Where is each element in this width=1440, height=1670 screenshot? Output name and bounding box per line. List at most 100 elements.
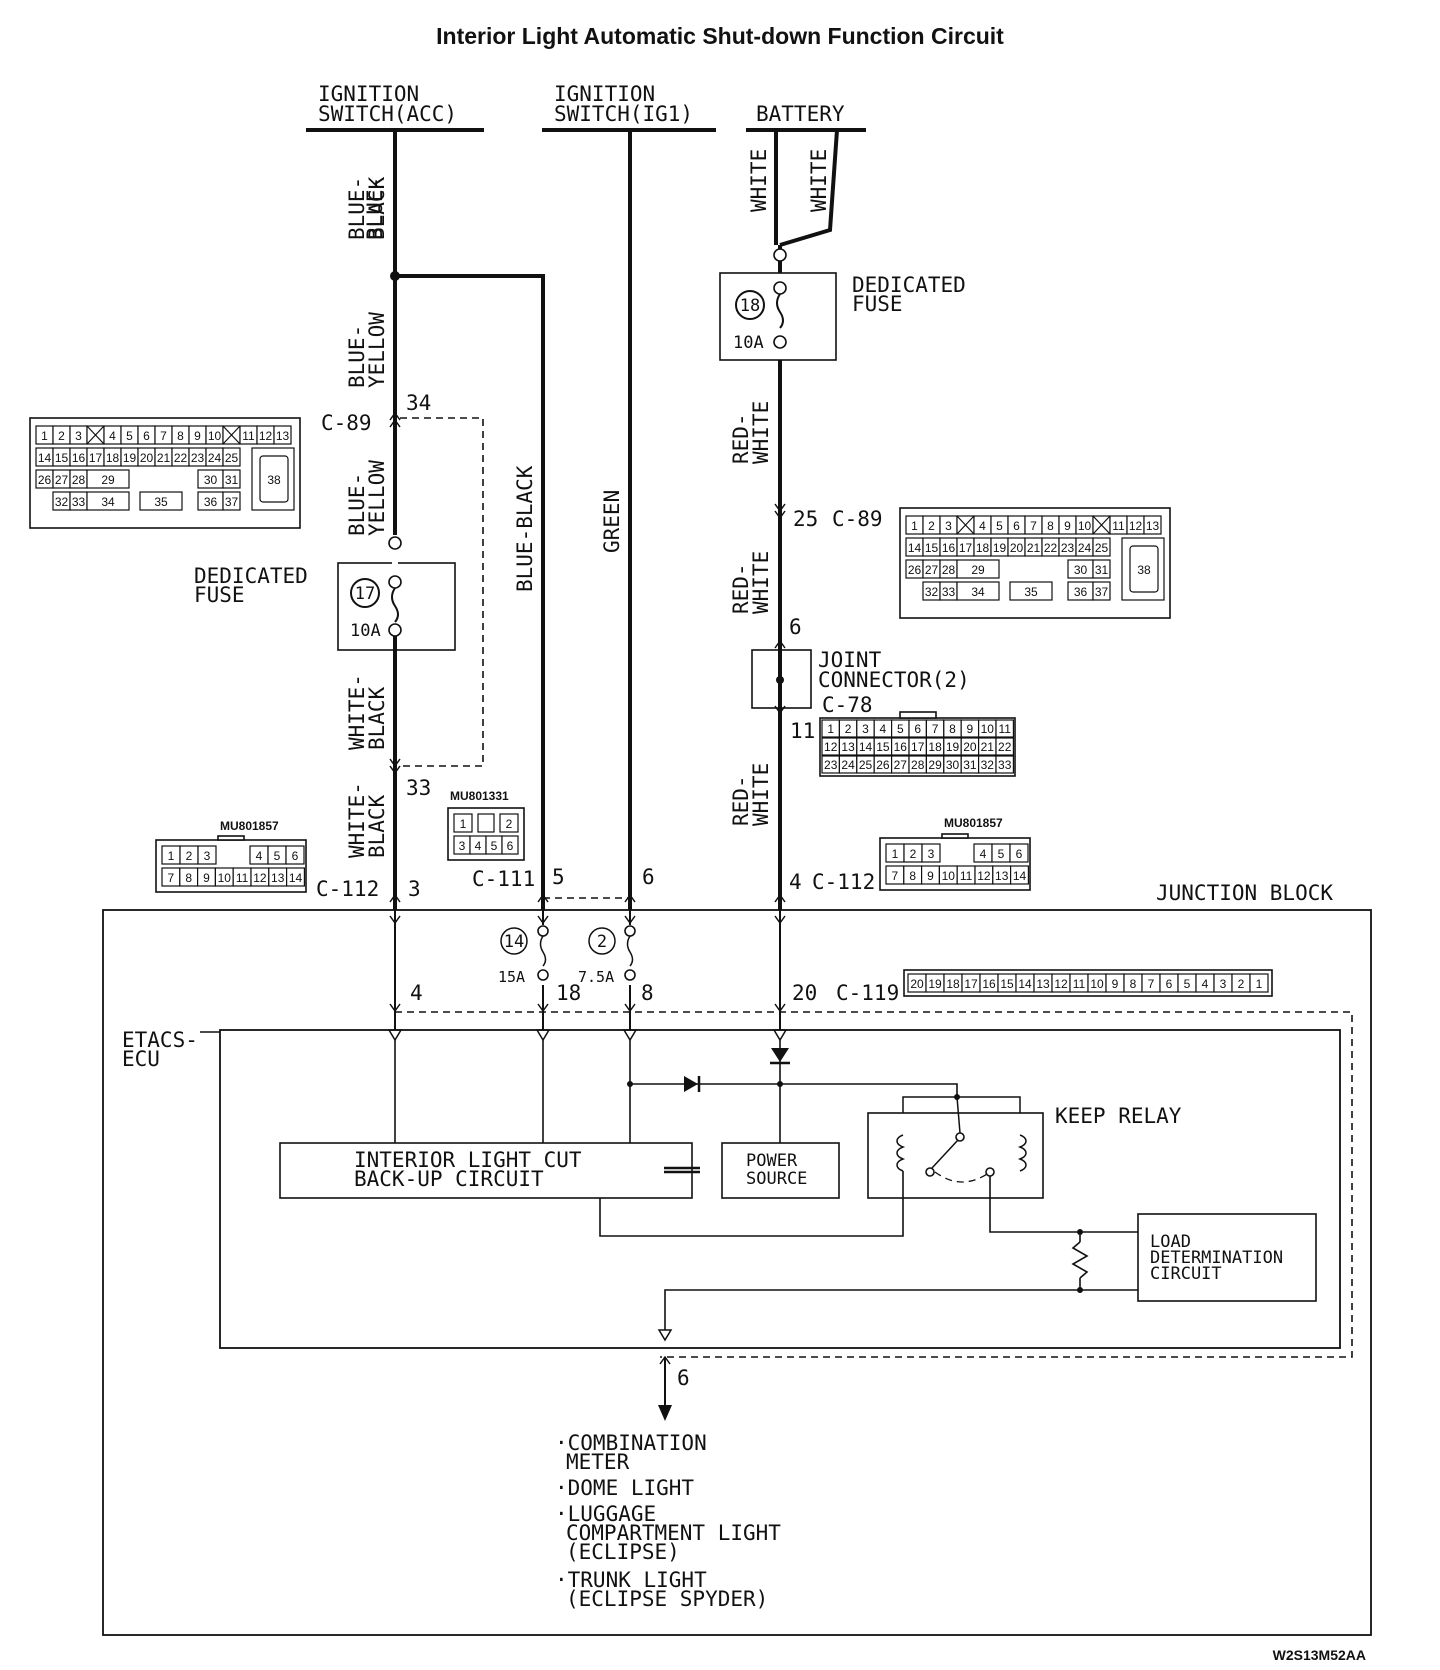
wire-color-white-black-lower-l1: WHITE- <box>345 782 369 858</box>
c119-label: C-119 <box>836 981 899 1005</box>
pin-number: 11 <box>1073 977 1086 991</box>
pin-number: 3 <box>1220 977 1227 991</box>
fuse2-number: 2 <box>597 932 607 952</box>
pin-number: 32 <box>925 585 939 599</box>
fuse14-rating: 15A <box>498 968 525 986</box>
pin-number: 4 <box>109 429 116 443</box>
pin-33: 33 <box>406 776 431 800</box>
pin-number: 8 <box>185 871 192 885</box>
pin-number: 33 <box>998 758 1012 772</box>
c78-label: C-78 <box>822 693 873 717</box>
document-code: W2S13M52AA <box>1273 1647 1366 1663</box>
pin-number: 7 <box>168 871 175 885</box>
pin-number: 34 <box>101 495 115 509</box>
pin-number: 10 <box>981 722 995 736</box>
fuse18-label-line1: DEDICATED <box>852 273 966 297</box>
pin-number: 35 <box>154 495 168 509</box>
pin-number: 5 <box>274 849 281 863</box>
pin-number: 18 <box>106 451 120 465</box>
pin-number: 15 <box>1000 977 1014 991</box>
pin-number: 13 <box>271 871 285 885</box>
pin-number: 36 <box>204 495 218 509</box>
pin-number: 2 <box>928 519 935 533</box>
wire-color-blue-yellow-lower-l1: BLUE- <box>345 473 369 536</box>
c111-pin <box>453 813 473 833</box>
pin-number: 26 <box>908 563 922 577</box>
pin-number: 3 <box>945 519 952 533</box>
fuse17-rating: 10A <box>350 621 381 641</box>
etacs-label-line2: ECU <box>122 1047 160 1071</box>
backup-circuit-box <box>279 1142 693 1199</box>
joint-pin-top: 6 <box>789 615 802 639</box>
pin-number: 31 <box>1095 563 1109 577</box>
pin-number: 17 <box>959 541 973 555</box>
wire-color-blue-black-top-l2: BLACK <box>365 176 389 240</box>
pin-number: 6 <box>292 849 299 863</box>
pin-number: 8 <box>1047 519 1054 533</box>
wire-color-blue-yellow-upper-l2: YELLOW <box>365 312 389 388</box>
pin-number: 29 <box>101 473 115 487</box>
pin-number: 17 <box>964 977 978 991</box>
pin-number: 11 <box>1112 519 1125 533</box>
pin-number: 3 <box>862 722 869 736</box>
pin-number: 30 <box>946 758 960 772</box>
wire-color-white-b: WHITE <box>807 149 831 212</box>
pin-number: 4 <box>256 849 263 863</box>
pin-number: 19 <box>946 740 960 754</box>
pin-number: 35 <box>1024 585 1038 599</box>
pin-number: 13 <box>1036 977 1050 991</box>
c89-right-pin: 25 <box>793 507 818 531</box>
load-item4-line2: (ECLIPSE SPYDER) <box>566 1587 768 1611</box>
c89-pin <box>222 447 241 467</box>
acc-label-line1: IGNITION <box>318 82 419 106</box>
c112-pin <box>286 867 306 887</box>
pin-number: 27 <box>55 473 69 487</box>
pin-number: 12 <box>1054 977 1068 991</box>
load-label-line2: DETERMINATION <box>1150 1248 1283 1268</box>
pin-number: 3 <box>75 429 82 443</box>
keep-relay-box <box>867 1112 1044 1199</box>
pin-number: 6 <box>507 839 514 853</box>
pin-number: 15 <box>925 541 939 555</box>
pin-number: 2 <box>506 817 513 831</box>
pin-number: 19 <box>928 977 942 991</box>
c89-pin <box>86 469 130 489</box>
pin-number: 7 <box>932 722 939 736</box>
pin-number: 6 <box>143 429 150 443</box>
pin-number: 25 <box>1095 541 1109 555</box>
c112-pin <box>285 845 305 865</box>
pin-number: 14 <box>1018 977 1032 991</box>
pin-number: 27 <box>894 758 908 772</box>
pin-number: 7 <box>160 429 167 443</box>
pin-number: 15 <box>876 740 890 754</box>
pin-number: 5 <box>126 429 133 443</box>
load-determination-box <box>1137 1213 1317 1302</box>
pin-number: 6 <box>914 722 921 736</box>
pin-number: 32 <box>981 758 995 772</box>
etacs-ecu: ETACS- ECU INTERIOR LIGHT CUT BACK-UP CI… <box>122 1028 1341 1349</box>
pin-number: 10 <box>1078 519 1092 533</box>
etacs-pin-18: 18 <box>556 981 581 1005</box>
c89-pin <box>956 559 1000 579</box>
pin-number: 16 <box>942 541 956 555</box>
c111-pin-a: 5 <box>552 865 565 889</box>
wire-color-blue-yellow-lower-l2: YELLOW <box>365 460 389 536</box>
output-to-loads: 6 ·COMBINATION METER ·DOME LIGHT ·LUGGAG… <box>555 1355 781 1611</box>
c112-right-label: C-112 <box>812 870 875 894</box>
dedicated-fuse-18: 18 10A DEDICATED FUSE <box>719 248 966 361</box>
joint-label-line1: JOINT <box>818 648 882 672</box>
pin-number: 24 <box>1078 541 1092 555</box>
pin-number: 29 <box>971 563 985 577</box>
pin-number: 21 <box>1027 541 1041 555</box>
pin-number: 11 <box>242 429 255 443</box>
load-item3-line1: ·LUGGAGE <box>555 1502 656 1526</box>
pin-number: 23 <box>191 451 205 465</box>
pin-number: 13 <box>276 429 290 443</box>
etacs-pin-20: 20 <box>792 981 817 1005</box>
pin-number: 13 <box>1146 519 1160 533</box>
c89-pin <box>1092 559 1111 579</box>
pin-number: 17 <box>89 451 103 465</box>
pin-number: 18 <box>946 977 960 991</box>
